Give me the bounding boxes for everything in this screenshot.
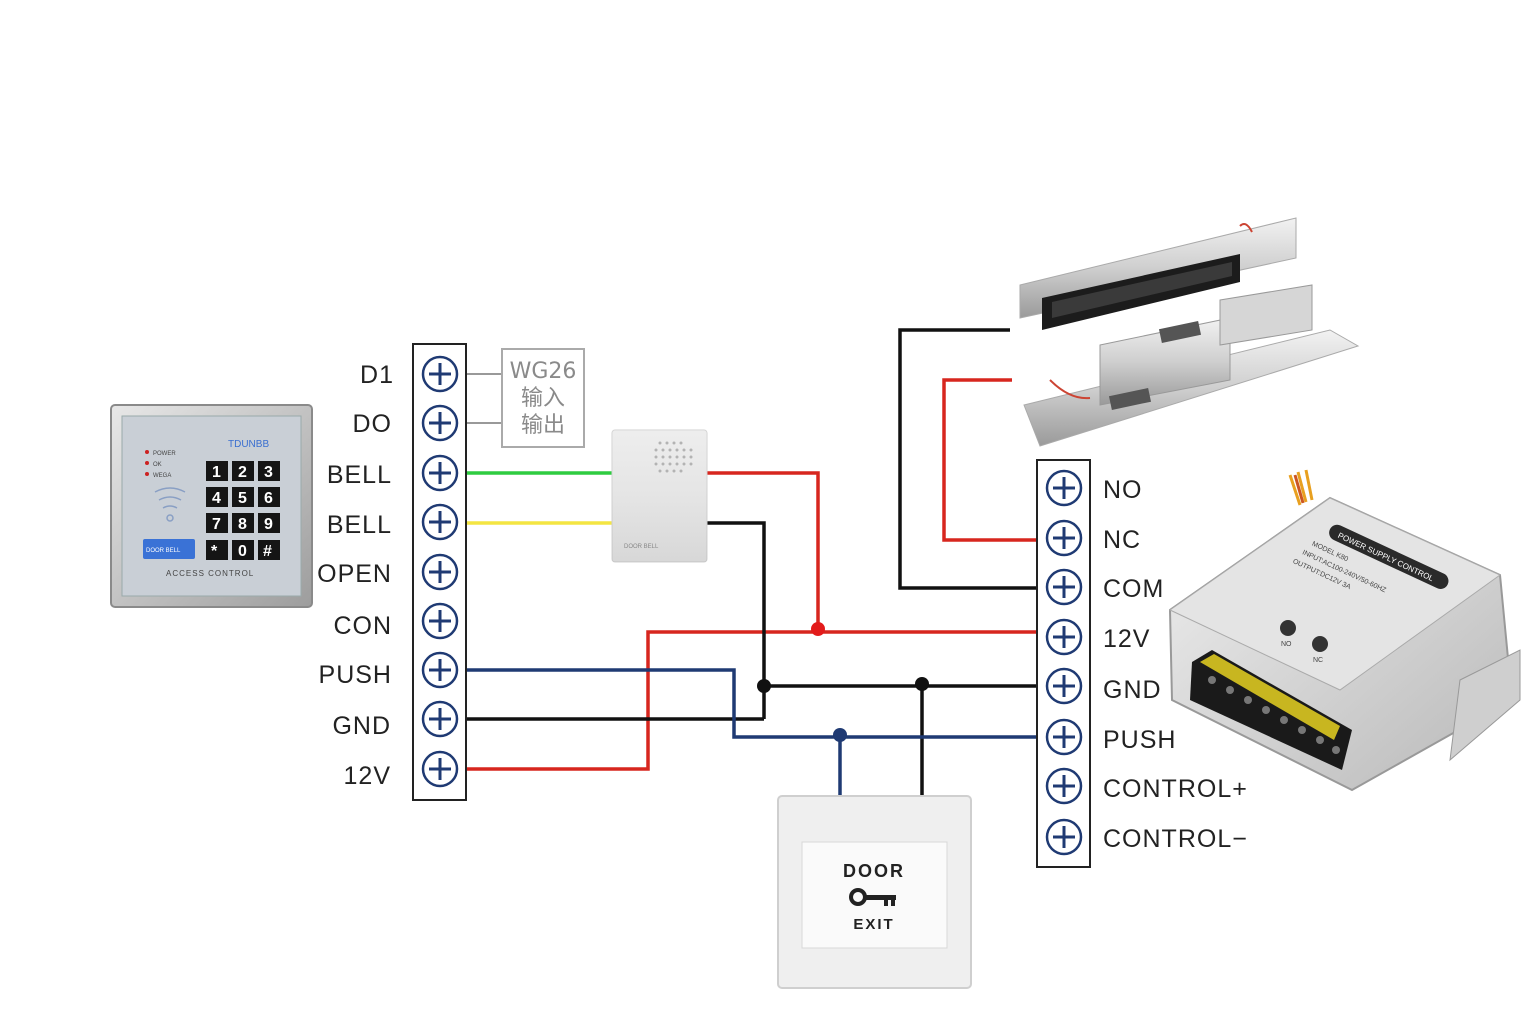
wire-black-doorbell: [707, 521, 766, 719]
wg26-output: 输出: [521, 413, 565, 438]
key-3: 3: [264, 464, 273, 481]
wg26-input: 输入: [521, 386, 565, 411]
wires: [466, 328, 1036, 795]
wg26-box: WG26 输入 输出: [501, 348, 585, 448]
key-5: 5: [238, 490, 247, 507]
key-4: 4: [212, 490, 221, 507]
ps-leds: NO NC: [1280, 620, 1328, 664]
speaker-grille-icon: [654, 441, 693, 473]
junction-black-2: [915, 677, 929, 691]
right-terminal-nc: NC: [1103, 526, 1141, 554]
key-6: 6: [264, 490, 273, 507]
key-2: 2: [238, 464, 247, 481]
electric-bolt-lock: [1023, 284, 1360, 447]
magnetic-lock: [1019, 217, 1297, 330]
exit-button: DOOR EXIT: [777, 795, 972, 989]
left-terminal-open: OPEN: [317, 560, 392, 588]
key-star: *: [211, 543, 218, 560]
indicator-wega: WEGA: [153, 473, 171, 479]
key-hash: #: [263, 543, 272, 560]
rfid-waves-icon: [154, 487, 186, 522]
left-terminal-con: CON: [333, 612, 392, 640]
wire-blue-push: [466, 668, 1036, 739]
doorbell: DOOR BELL: [611, 429, 708, 563]
key-8: 8: [238, 516, 247, 533]
exit-door-label: DOOR: [843, 861, 905, 881]
keypad-indicators: POWER OK WEGA: [145, 450, 176, 479]
wire-black-com: [898, 328, 1036, 590]
left-terminal-push: PUSH: [319, 661, 392, 689]
junction-red: [811, 622, 825, 636]
junctions: [757, 622, 929, 742]
left-terminal-bell-1: BELL: [327, 461, 392, 489]
junction-blue: [833, 728, 847, 742]
left-terminal-bell-2: BELL: [327, 511, 392, 539]
ps-terminal-block: [1190, 650, 1352, 770]
wire-red-12v: [466, 630, 1036, 771]
left-terminal-12v: 12V: [344, 762, 391, 790]
wg26-title: WG26: [510, 359, 577, 384]
keypad-caption: ACCESS CONTROL: [166, 569, 254, 578]
key-7: 7: [212, 516, 221, 533]
key-9: 9: [264, 516, 273, 533]
left-terminal-do: DO: [353, 410, 393, 438]
wire-red-nc: [942, 378, 1036, 542]
left-terminal-gnd: GND: [332, 712, 391, 740]
left-terminal-strip: D1 DO BELL BELL OPEN CON PUSH GND 12V: [317, 343, 467, 801]
door-bell-label: DOOR BELL: [146, 548, 181, 554]
right-terminal-control-plus: CONTROL+: [1103, 775, 1248, 803]
left-terminal-d1: D1: [360, 361, 394, 389]
right-terminal-control-minus: CONTROL−: [1103, 825, 1248, 853]
right-terminal-12v: 12V: [1103, 625, 1150, 653]
right-terminal-push: PUSH: [1103, 726, 1176, 754]
access-keypad: TDUNBB POWER OK WEGA DOOR BELL 1 2 3 4 5…: [110, 404, 313, 608]
key-1: 1: [212, 464, 221, 481]
right-terminal-com: COM: [1103, 575, 1164, 603]
wire-red-doorbell: [707, 471, 820, 629]
indicator-ok: OK: [153, 462, 162, 468]
ps-led-no: NO: [1281, 641, 1292, 648]
right-terminal-no: NO: [1103, 476, 1143, 504]
junction-black-1: [757, 679, 771, 693]
indicator-power: POWER: [153, 451, 176, 457]
keypad-brand: TDUNBB: [228, 439, 269, 450]
right-terminal-gnd: GND: [1103, 676, 1162, 704]
door-bell-button: [143, 539, 195, 559]
key-0: 0: [238, 543, 247, 560]
key-icon: [849, 888, 896, 906]
power-supply: POWER SUPPLY CONTROL MODEL K80 INPUT:AC1…: [1168, 469, 1521, 792]
right-terminal-strip: NO NC COM 12V GND PUSH CONTROL+ CONTROL−: [1036, 459, 1248, 868]
doorbell-caption: DOOR BELL: [624, 544, 659, 550]
exit-exit-label: EXIT: [853, 916, 894, 933]
keypad-keys: 1 2 3 4 5 6 7 8 9 * 0 #: [206, 461, 280, 560]
ps-led-nc: NC: [1313, 657, 1323, 664]
